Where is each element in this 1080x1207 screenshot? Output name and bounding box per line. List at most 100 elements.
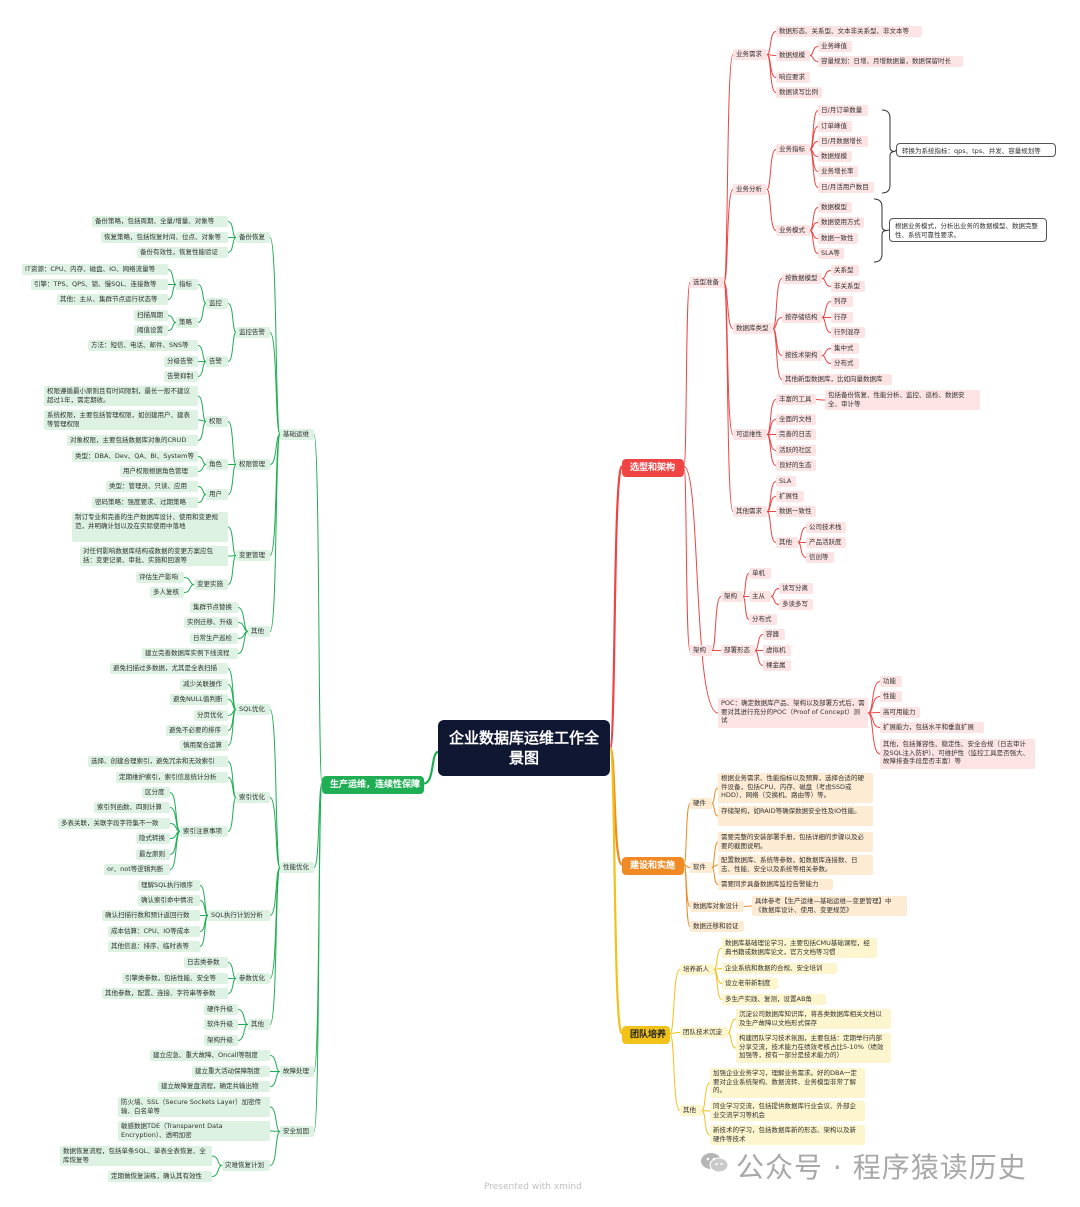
topic-r13[interactable]: 数据库类型 <box>733 323 773 334</box>
topic-g251[interactable]: 硬件升级 <box>204 1004 238 1015</box>
topic-o2[interactable]: 软件 <box>690 862 712 873</box>
topic-r121[interactable]: 业务指标 <box>776 144 810 155</box>
topic-r15[interactable]: 其他需求 <box>733 506 767 517</box>
topic-g234[interactable]: 成本估算：CPU、IO等成本 <box>108 926 200 937</box>
topic-g24[interactable]: 参数优化 <box>236 973 270 984</box>
topic-y[interactable]: 团队培养 <box>622 1026 670 1044</box>
topic-g1321[interactable]: 类型：DBA、Dev、QA、BI、System等 <box>72 451 198 462</box>
topic-y3[interactable]: 其他 <box>680 1105 702 1116</box>
topic-r114[interactable]: 数据读写比例 <box>776 87 822 98</box>
topic-g232[interactable]: 确认索引命中情况 <box>138 895 200 906</box>
topic-r1323[interactable]: 行列混存 <box>831 327 865 338</box>
topic-r1542[interactable]: 产品活跃度 <box>806 537 846 548</box>
topic-g132[interactable]: 角色 <box>206 459 228 470</box>
topic-g12[interactable]: 监控告警 <box>236 327 270 338</box>
topic-r131[interactable]: 按数据模型 <box>782 273 822 284</box>
topic-o3[interactable]: 数据库对象设计 <box>690 901 744 912</box>
topic-o11[interactable]: 根据业务需求、性能指标以及预算，选择合适的硬件设备，包括CPU、内存、磁盘（考虑… <box>718 773 873 803</box>
topic-r152[interactable]: 扩展性 <box>776 491 804 502</box>
topic-g15[interactable]: 其他 <box>248 626 270 637</box>
topic-g1211[interactable]: 指标 <box>176 279 198 290</box>
topic-o[interactable]: 建设和实施 <box>622 857 684 875</box>
topic-g231[interactable]: 理解SQL执行顺序 <box>138 880 200 891</box>
topic-g[interactable]: 生产运维，连续性保障 <box>322 776 424 794</box>
topic-r111[interactable]: 数据形态、关系型、文本非关系型、非文本等 <box>776 26 922 37</box>
topic-g2234[interactable]: 隐式转换 <box>136 833 170 844</box>
topic-g432[interactable]: 定期做恢复演练，确认其有效性 <box>108 1171 212 1182</box>
topic-r1122[interactable]: 容量规划：日增、月增数据量，数据保留时长 <box>818 56 963 67</box>
topic-g33[interactable]: 建立故障复盘流程，确定共输出物 <box>158 1081 270 1092</box>
topic-r1215[interactable]: 业务增长率 <box>818 166 858 177</box>
topic-r141[interactable]: 丰富的工具 <box>776 394 816 405</box>
topic-r32[interactable]: 性能 <box>880 691 902 702</box>
topic-g216[interactable]: 慎用聚合运算 <box>180 740 228 751</box>
topic-r122[interactable]: 业务模式 <box>776 225 810 236</box>
topic-g211[interactable]: 避免扫描过多数据，尤其是全表扫描 <box>110 663 228 674</box>
topic-g3[interactable]: 故障处理 <box>280 1066 314 1077</box>
topic-g12122[interactable]: 阈值设置 <box>134 325 168 336</box>
topic-g43[interactable]: 灾难恢复计划 <box>222 1160 270 1171</box>
topic-y12[interactable]: 企业系统和数据的合规、安全培训 <box>722 963 837 974</box>
topic-g215[interactable]: 避免不必要的排序 <box>166 725 228 736</box>
topic-r1[interactable]: 选型准备 <box>690 277 724 288</box>
topic-g113[interactable]: 备份有效性，恢复性能验证 <box>137 247 228 258</box>
topic-r2[interactable]: 架构 <box>690 645 712 656</box>
topic-r1213[interactable]: 日/月数据增长 <box>818 136 868 147</box>
topic-g2235[interactable]: 最左原则 <box>136 849 170 860</box>
topic-g2236[interactable]: or、not等逻辑判断 <box>104 864 170 875</box>
topic-g213[interactable]: 避免NULL值判断 <box>170 694 228 705</box>
topic-g1313[interactable]: 对象权限，主要包括数据库对象的CRUD <box>67 435 198 446</box>
topic-g31[interactable]: 建立应急、重大故障、Oncall等制度 <box>150 1050 270 1061</box>
topic-g235[interactable]: 其他信息：排序、临时表等 <box>108 941 200 952</box>
topic-g242[interactable]: 引擎类参数，包括性能、安全等 <box>122 973 228 984</box>
topic-r33[interactable]: 高可用能力 <box>880 707 920 718</box>
topic-y21[interactable]: 沉淀公司数据库知识库，将各类数据库相关文档以及生产故障以文档形式保存 <box>736 1009 891 1029</box>
topic-r[interactable]: 选型和架构 <box>622 459 684 477</box>
topic-r153[interactable]: 数据一致性 <box>776 506 816 517</box>
topic-r1222[interactable]: 数据使用方式 <box>818 217 864 228</box>
topic-y22[interactable]: 构建团队学习技术氛围，主要包括：定期举行内部分享交流，技术能力在绩效考核占比5-… <box>736 1033 891 1063</box>
topic-g121[interactable]: 监控 <box>206 298 228 309</box>
topic-r1224[interactable]: SLA等 <box>818 248 844 259</box>
topic-y11[interactable]: 数据库基础理论学习，主要包括CMU基础课程，经典书籍或数据库论文，官方文档等习惯 <box>722 938 877 958</box>
topic-o21[interactable]: 需要完整的安装部署手册，包括详细的步骤以及必要的截图说明。 <box>718 832 873 852</box>
topic-r1223[interactable]: 数据一致性 <box>818 233 858 244</box>
topic-g12113[interactable]: 其他：主从、集群节点运行状态等 <box>57 294 168 305</box>
topic-g112[interactable]: 恢复策略，包括恢复时间、位点、对象等 <box>101 232 228 243</box>
topic-g42[interactable]: 敏感数据TDE（Transparent Data Encryption）、透明加… <box>118 1121 270 1141</box>
topic-g223[interactable]: 索引注意事项 <box>180 826 228 837</box>
topic-o22[interactable]: 配置数据库、系统等参数，如数据库连接数、日志、性能、安全以及系统等相关参数。 <box>718 855 873 875</box>
topic-r14[interactable]: 可运维性 <box>733 429 767 440</box>
topic-g142[interactable]: 对任何影响数据库结构或数据的变更方案应包括：变更记录、审批、实施和回滚等 <box>80 546 228 566</box>
topic-g14[interactable]: 变更管理 <box>236 550 270 561</box>
topic-y14[interactable]: 多生产实践、复测，设置AB角 <box>722 994 826 1005</box>
topic-g1311[interactable]: 权限遵循最小原则且有时间限制，最长一般不建议超过1年，需定期收。 <box>44 386 198 406</box>
topic-r151[interactable]: SLA <box>776 476 796 487</box>
topic-y13[interactable]: 设立老带新制度 <box>722 978 778 989</box>
topic-r132[interactable]: 按存储结构 <box>782 312 822 323</box>
topic-r1214[interactable]: 数据规模 <box>818 151 852 162</box>
topic-g25[interactable]: 其他 <box>248 1019 270 1030</box>
topic-g252[interactable]: 软件升级 <box>204 1019 238 1030</box>
topic-r1216[interactable]: 日/月活用户数目 <box>818 182 874 193</box>
topic-r223[interactable]: 裸金属 <box>763 660 791 671</box>
topic-r144[interactable]: 活跃的社区 <box>776 445 816 456</box>
topic-g151[interactable]: 集群节点替换 <box>190 602 238 613</box>
topic-o1[interactable]: 硬件 <box>690 798 712 809</box>
topic-r213[interactable]: 分布式 <box>749 614 777 625</box>
topic-r221[interactable]: 容器 <box>763 629 785 640</box>
topic-g1331[interactable]: 类型：管理员、只读、应用 <box>106 481 198 492</box>
topic-r145[interactable]: 良好的生态 <box>776 460 816 471</box>
summary-callout[interactable]: 根据业务模式，分析出业务的数据模型、数据完整性、系统可靠性要求。 <box>889 218 1047 242</box>
topic-g222[interactable]: 定期维护索引，索引信息统计分析 <box>116 772 228 783</box>
topic-r1331[interactable]: 集中式 <box>831 343 859 354</box>
topic-g12112[interactable]: 引擎：TPS、QPS、锁、慢SQL、连接数等 <box>31 279 168 290</box>
topic-g1212[interactable]: 策略 <box>176 317 198 328</box>
topic-g241[interactable]: 日志类参数 <box>184 957 228 968</box>
topic-g212[interactable]: 减少关联操作 <box>180 679 228 690</box>
summary-callout[interactable]: 转换为系统指标：qps、tps、并发、容量规划等 <box>896 143 1056 157</box>
topic-g431[interactable]: 数据恢复流程，包括单条SQL、单表全表恢复、全库恢复等 <box>60 1146 212 1166</box>
topic-g12121[interactable]: 扫描周期 <box>134 310 168 321</box>
topic-g143[interactable]: 变更实施 <box>194 579 228 590</box>
topic-g21[interactable]: SQL优化 <box>236 704 270 715</box>
